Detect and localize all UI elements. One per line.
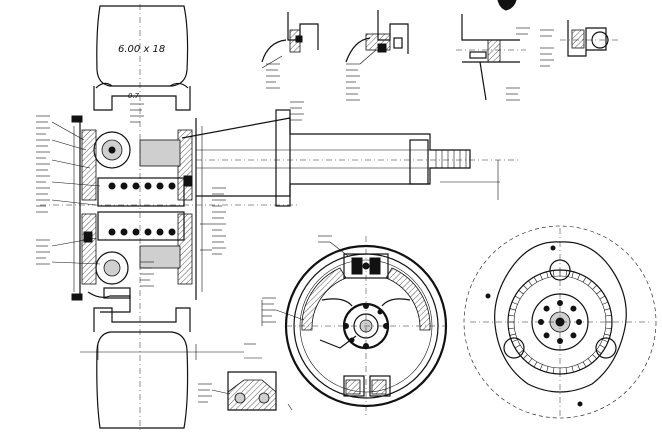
gear-tooth bbox=[592, 285, 597, 290]
gear-tooth bbox=[565, 270, 568, 277]
gear-tooth bbox=[508, 314, 515, 317]
gear-tooth bbox=[596, 290, 602, 295]
detail-view-2 bbox=[345, 10, 409, 101]
gear-tooth bbox=[514, 344, 521, 349]
gear-tooth bbox=[565, 367, 568, 374]
gear-tooth bbox=[599, 295, 606, 300]
gear-tooth bbox=[596, 349, 602, 354]
gear-tooth bbox=[582, 276, 587, 283]
tire-top bbox=[96, 5, 189, 87]
gear-tooth bbox=[533, 276, 538, 283]
gear-tooth bbox=[518, 290, 524, 295]
gear-tooth bbox=[587, 358, 592, 364]
gear-tooth bbox=[508, 327, 515, 330]
gear-tooth bbox=[592, 354, 597, 359]
gear-tooth bbox=[577, 273, 581, 280]
hub-cross-section: 6.00 x 18 0.7 bbox=[36, 4, 520, 430]
tire-bottom bbox=[96, 331, 189, 429]
detail-view-3 bbox=[456, 14, 530, 101]
planetary-gear-view bbox=[463, 225, 657, 419]
gear-tooth bbox=[577, 364, 581, 371]
gear-tooth bbox=[604, 333, 611, 336]
gear-tooth bbox=[602, 301, 609, 305]
gear-tooth bbox=[523, 354, 528, 359]
gear-tooth bbox=[511, 339, 518, 343]
section-label: 0.7 bbox=[128, 92, 140, 100]
detail-view-4 bbox=[540, 20, 620, 67]
gear-tooth bbox=[571, 271, 574, 278]
gear-tooth bbox=[582, 361, 587, 368]
gear-tooth bbox=[533, 361, 538, 368]
gear-tooth bbox=[528, 280, 533, 286]
gear-tooth bbox=[552, 270, 555, 277]
gear-tooth bbox=[602, 339, 609, 343]
gear-tooth bbox=[546, 366, 549, 373]
gear-tooth bbox=[546, 271, 549, 278]
hub-bolt bbox=[543, 305, 550, 312]
dimension-marks bbox=[261, 160, 500, 326]
detail-view-1 bbox=[261, 12, 319, 89]
gear-tooth bbox=[518, 349, 524, 354]
tire-size-label: 6.00 x 18 bbox=[118, 44, 165, 55]
gear-tooth bbox=[528, 358, 533, 364]
brake-drum-view bbox=[262, 235, 448, 416]
gear-tooth bbox=[587, 280, 592, 286]
gear-tooth bbox=[509, 333, 516, 336]
gear-tooth bbox=[605, 314, 612, 317]
hub-bolt bbox=[543, 332, 550, 339]
gear-tooth bbox=[514, 295, 521, 300]
hub-bolt bbox=[570, 332, 577, 339]
gear-tooth bbox=[509, 308, 516, 311]
gear-tooth bbox=[539, 364, 543, 371]
gear-tooth bbox=[552, 367, 555, 374]
gear-tooth bbox=[523, 285, 528, 290]
gear-tooth bbox=[511, 301, 518, 305]
bracket-detail bbox=[198, 371, 293, 411]
hub-bolt bbox=[570, 305, 577, 312]
gear-tooth bbox=[605, 327, 612, 330]
gear-tooth bbox=[604, 308, 611, 311]
gear-tooth bbox=[539, 273, 543, 280]
corner-mark bbox=[497, 0, 517, 11]
gear-tooth bbox=[599, 344, 606, 349]
gear-tooth bbox=[571, 366, 574, 373]
